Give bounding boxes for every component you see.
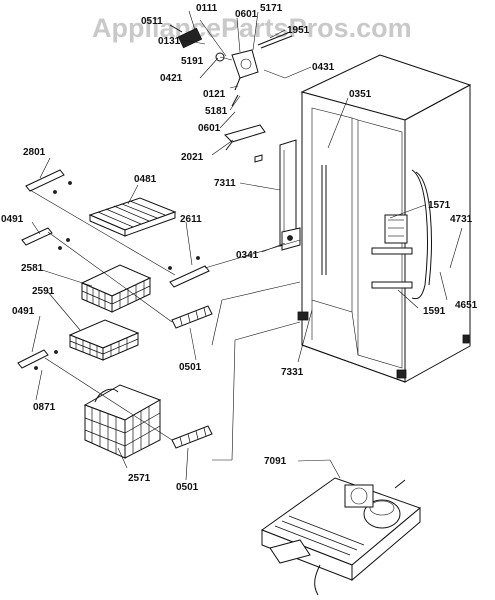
callout-2581: 2581 xyxy=(21,263,44,274)
callout-0871: 0871 xyxy=(33,402,56,413)
wire-shelf-0481 xyxy=(88,197,177,237)
callout-0421: 0421 xyxy=(160,73,183,84)
slide-rail-0501-upper xyxy=(171,305,213,329)
callout-0121: 0121 xyxy=(203,89,226,100)
shelf-rail-2801 xyxy=(25,169,72,194)
callout-7091: 7091 xyxy=(264,456,287,467)
callout-0111: 0111 xyxy=(196,3,218,14)
refrigerator-cabinet xyxy=(297,54,472,383)
callout-2571: 2571 xyxy=(128,473,151,484)
callout-5181: 5181 xyxy=(205,106,228,117)
callout-0601-lower: 0601 xyxy=(198,123,221,134)
shelf-rail-2611 xyxy=(168,256,210,288)
callout-0351: 0351 xyxy=(349,89,372,100)
slide-rail-0501-lower xyxy=(171,425,213,449)
callout-0491-upper: 0491 xyxy=(1,214,24,225)
wire-basket-2581 xyxy=(80,264,152,313)
shelf-rail-0491-upper xyxy=(21,227,70,250)
callout-2801: 2801 xyxy=(23,147,46,158)
callout-0341: 0341 xyxy=(236,250,259,261)
fan-motor-assembly xyxy=(169,24,293,107)
callout-2021: 2021 xyxy=(181,152,204,163)
callout-0481: 0481 xyxy=(134,174,157,185)
callout-2611: 2611 xyxy=(180,214,202,225)
wire-basket-2571 xyxy=(83,384,162,459)
watermark-text: AppliancePartsPros.com xyxy=(92,13,412,43)
callout-1591: 1591 xyxy=(423,306,446,317)
shelf-rail-0491-lower xyxy=(17,349,58,370)
leader-lines xyxy=(29,10,463,481)
callout-5191: 5191 xyxy=(181,56,204,67)
callout-1951: 1951 xyxy=(287,25,310,36)
callout-labels: 0111 0511 0601 5171 0131 1951 5191 0421 … xyxy=(1,3,478,493)
callout-0601-top: 0601 xyxy=(235,9,258,20)
callout-1571: 1571 xyxy=(428,200,451,211)
callout-7331: 7331 xyxy=(281,367,304,378)
callout-4731: 4731 xyxy=(450,214,473,225)
callout-0491-lower: 0491 xyxy=(12,306,35,317)
callout-0131: 0131 xyxy=(158,36,181,47)
callout-0501-upper: 0501 xyxy=(179,362,202,373)
callout-5171: 5171 xyxy=(260,3,283,14)
callout-0431: 0431 xyxy=(312,62,335,73)
control-bracket-parts xyxy=(224,124,301,251)
callout-2591: 2591 xyxy=(32,286,55,297)
wire-basket-2591 xyxy=(68,319,140,361)
callout-7311: 7311 xyxy=(214,178,236,189)
callout-0501-lower: 0501 xyxy=(176,482,199,493)
compressor-assembly xyxy=(260,477,421,596)
callout-0511: 0511 xyxy=(141,16,163,27)
callout-4651: 4651 xyxy=(455,300,478,311)
